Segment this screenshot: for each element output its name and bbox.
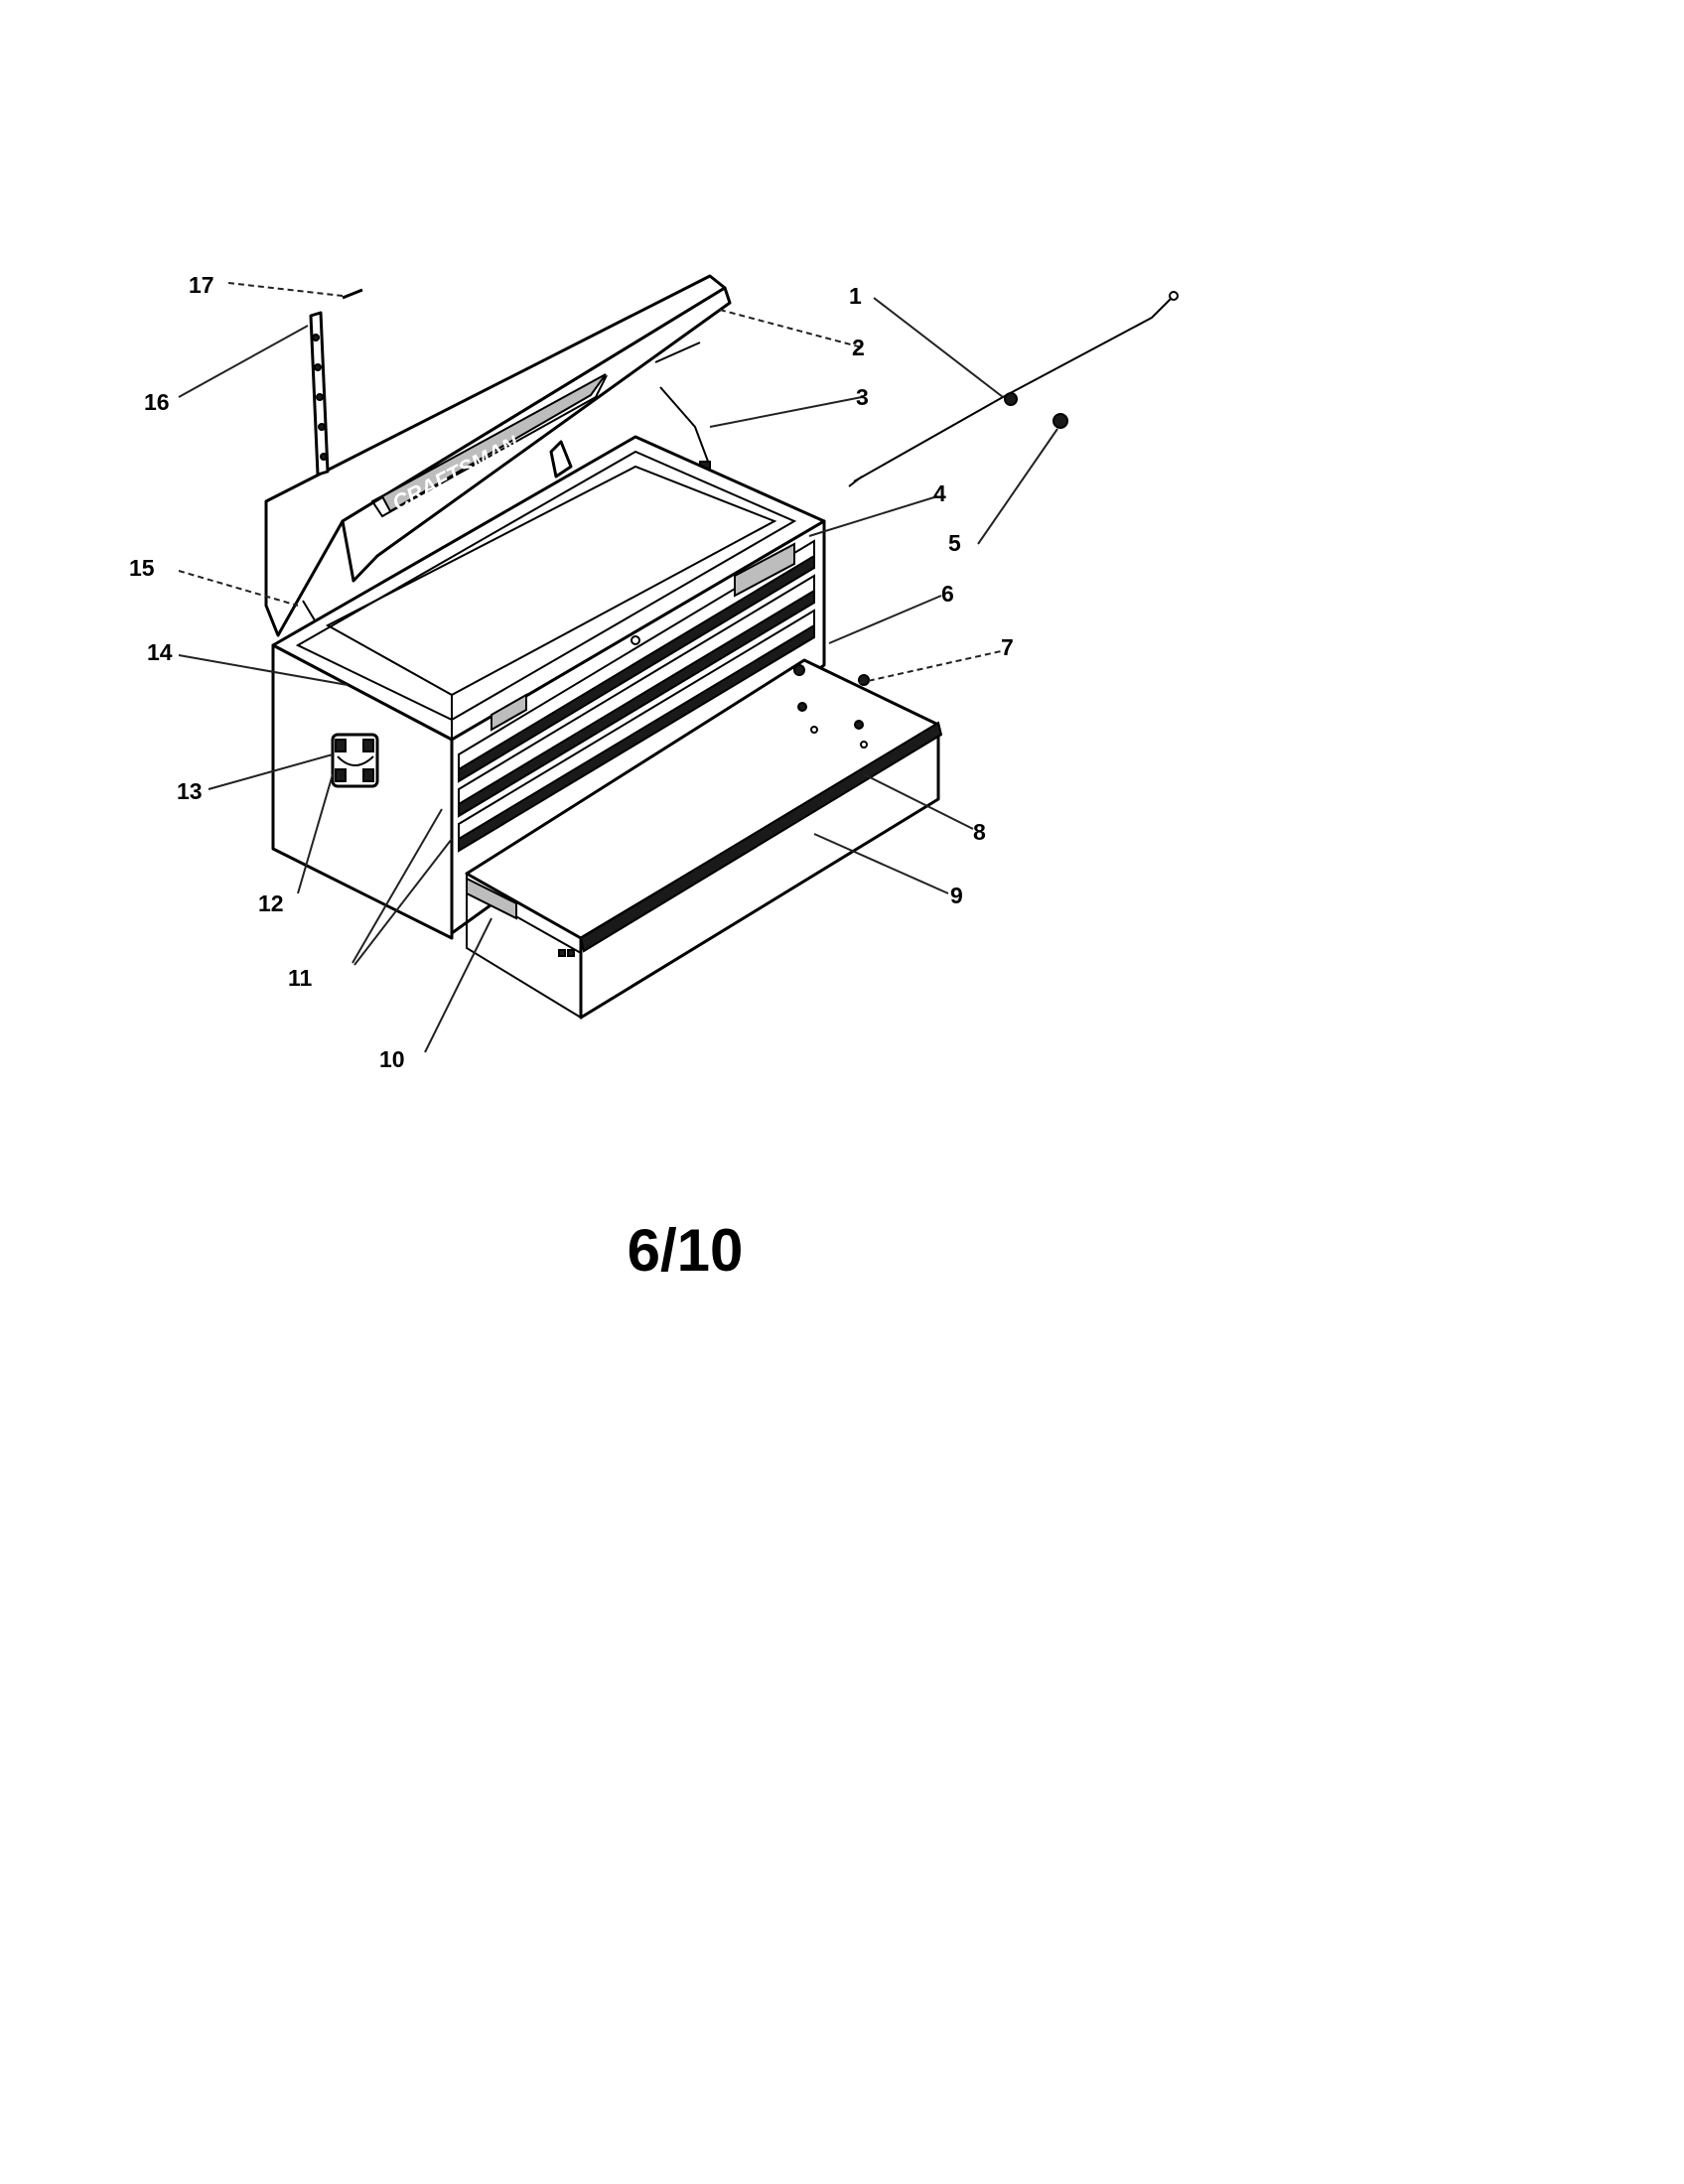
- page-number: 6/10: [627, 1217, 744, 1284]
- callout-10: 10: [379, 1046, 405, 1072]
- open-drawer: [465, 658, 943, 1020]
- callout-13: 13: [177, 778, 203, 804]
- callout-2: 2: [852, 335, 865, 360]
- callout-3: 3: [856, 384, 869, 410]
- callout-14: 14: [147, 639, 173, 665]
- callout-6: 6: [941, 581, 954, 607]
- hinge-screw: [342, 288, 363, 300]
- side-handle: [331, 733, 379, 788]
- callout-1: 1: [849, 283, 862, 309]
- callout-15: 15: [129, 555, 155, 581]
- callout-16: 16: [144, 389, 170, 415]
- callout-7: 7: [1001, 634, 1014, 660]
- hinge: [309, 311, 330, 477]
- callout-11: 11: [288, 965, 313, 991]
- callout-labels: 1 2 3 4 5 6 7 8 9 10 11 12 13 14 15 16 1…: [129, 272, 1014, 1072]
- lock-rod: [848, 291, 1179, 487]
- callout-4: 4: [933, 480, 946, 506]
- callout-8: 8: [973, 819, 986, 845]
- callout-9: 9: [950, 883, 963, 908]
- lid: CRAFTSMAN: [264, 274, 732, 637]
- callout-5: 5: [948, 530, 961, 556]
- leader-lines: [178, 282, 1058, 1053]
- callout-12: 12: [258, 890, 284, 916]
- lock-cylinder: [1052, 413, 1068, 429]
- callout-17: 17: [189, 272, 214, 298]
